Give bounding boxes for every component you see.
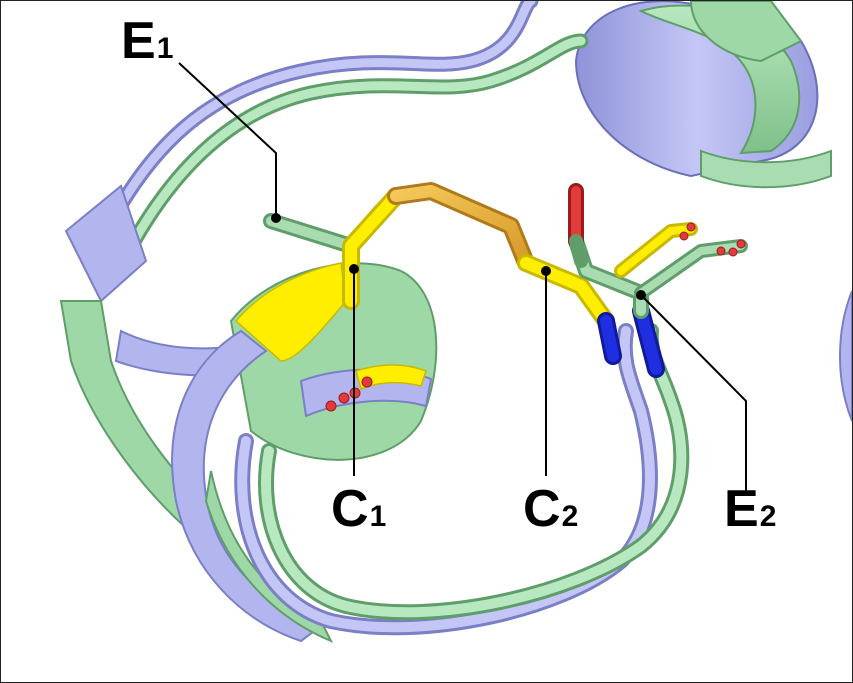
nitrogen-atoms (597, 302, 665, 378)
label-e1: E1 (121, 15, 173, 67)
e2-side-chain (568, 183, 748, 319)
top-coil (93, 1, 589, 264)
label-c2-main: C (523, 480, 561, 538)
oxygen-atoms (325, 222, 746, 412)
upper-right-helix (574, 1, 832, 189)
right-edge-ribbon (839, 290, 852, 422)
label-e2-sub: 2 (759, 500, 777, 533)
label-c2-sub: 2 (561, 500, 579, 533)
label-c1-sub: 1 (369, 500, 387, 533)
label-e1-sub: 1 (156, 32, 174, 65)
front-ribbon (171, 329, 323, 643)
leader-dots (271, 213, 646, 300)
label-c2: C2 (523, 483, 578, 535)
label-e2-main: E (724, 480, 759, 538)
label-c1: C1 (331, 483, 386, 535)
label-c1-main: C (331, 480, 369, 538)
leader-lines (178, 62, 747, 491)
bottom-loop (234, 323, 690, 636)
central-helix (229, 262, 438, 461)
label-e2: E2 (724, 483, 776, 535)
label-e1-main: E (121, 12, 156, 70)
